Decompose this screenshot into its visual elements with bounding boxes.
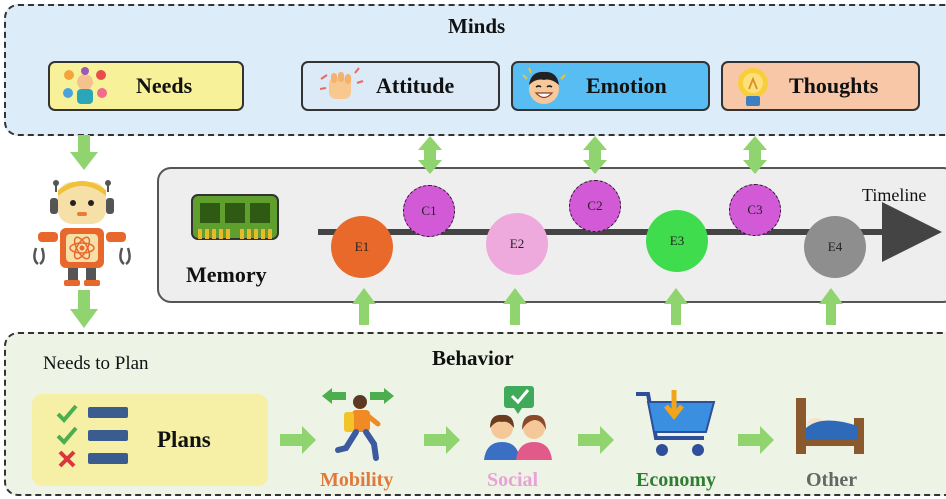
smiling-face-icon bbox=[522, 67, 566, 104]
up-arrow-e3 bbox=[664, 288, 688, 325]
event-node-e3: E3 bbox=[646, 210, 708, 272]
down-arrow-agent-to-behavior bbox=[70, 290, 98, 328]
double-arrow-emotion bbox=[583, 136, 607, 174]
minds-title: Minds bbox=[448, 14, 506, 38]
cognition-node-c1: C1 bbox=[403, 185, 455, 237]
right-arrow-plans-mobility bbox=[280, 426, 316, 454]
needs-label: Needs bbox=[136, 73, 193, 98]
economy-label: Economy bbox=[636, 469, 716, 491]
double-arrow-attitude bbox=[418, 136, 442, 174]
up-arrow-e1 bbox=[352, 288, 376, 325]
right-arrow-social-economy bbox=[578, 426, 614, 454]
right-arrow-mobility-social bbox=[424, 426, 460, 454]
plans-label: Plans bbox=[157, 427, 211, 452]
memory-label: Memory bbox=[186, 262, 267, 287]
memory-chip-icon bbox=[191, 194, 279, 240]
down-arrow-needs-to-agent bbox=[70, 135, 98, 170]
event-node-e1: E1 bbox=[331, 216, 393, 278]
lightbulb-icon bbox=[738, 68, 768, 106]
social-label: Social bbox=[487, 469, 539, 491]
needs-box: Needs bbox=[48, 61, 244, 111]
bed-icon bbox=[796, 398, 864, 454]
up-arrow-e2 bbox=[503, 288, 527, 325]
double-arrow-thoughts bbox=[743, 136, 767, 174]
robot-agent-icon bbox=[33, 180, 131, 286]
up-arrow-e4 bbox=[819, 288, 843, 325]
cognition-node-c2: C2 bbox=[569, 180, 621, 232]
attitude-box: Attitude bbox=[301, 61, 500, 111]
checklist-icon bbox=[56, 404, 128, 468]
emotion-box: Emotion bbox=[511, 61, 710, 111]
behavior-title: Behavior bbox=[432, 346, 514, 370]
running-person-icon bbox=[322, 388, 394, 461]
needs-icon bbox=[63, 67, 107, 104]
social-people-icon bbox=[484, 386, 552, 460]
thoughts-box: Thoughts bbox=[721, 61, 920, 111]
needs-to-plan-label: Needs to Plan bbox=[43, 353, 149, 374]
thoughts-label: Thoughts bbox=[789, 73, 879, 98]
right-arrow-economy-other bbox=[738, 426, 774, 454]
event-node-e2: E2 bbox=[486, 213, 548, 275]
cognition-node-c3: C3 bbox=[729, 184, 781, 236]
mobility-label: Mobility bbox=[320, 469, 394, 491]
event-node-e4: E4 bbox=[804, 216, 866, 278]
shopping-cart-icon bbox=[636, 390, 716, 456]
timeline-label: Timeline bbox=[862, 185, 927, 205]
fist-icon bbox=[319, 67, 364, 99]
emotion-label: Emotion bbox=[586, 73, 667, 98]
other-label: Other bbox=[806, 469, 858, 491]
attitude-label: Attitude bbox=[376, 73, 455, 98]
